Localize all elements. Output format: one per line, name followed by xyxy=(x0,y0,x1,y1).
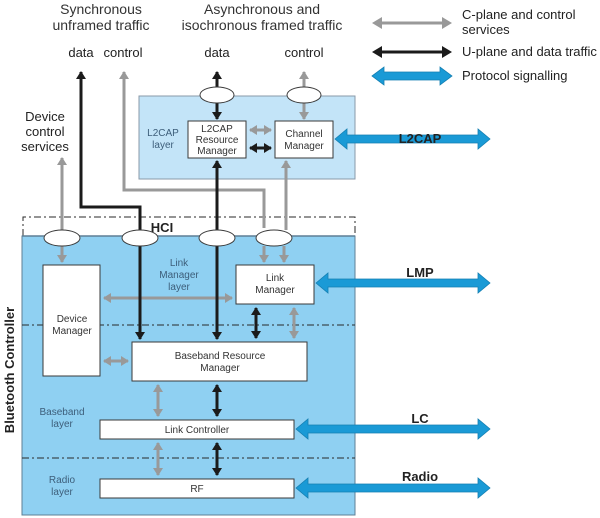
radio-layer-label-line1: Radio xyxy=(49,475,76,486)
l2cap-layer-label-line2: layer xyxy=(152,140,174,151)
legend: C-plane and control services U-plane and… xyxy=(371,7,597,86)
l2cap-resource-manager-line1: L2CAP xyxy=(201,124,233,135)
link-controller-label: Link Controller xyxy=(165,425,230,436)
link-manager-line2: Manager xyxy=(255,285,295,296)
sync-header-line1: Synchronous xyxy=(60,1,142,17)
l2cap-layer-label-line1: L2CAP xyxy=(147,128,179,139)
sync-data-line xyxy=(76,71,142,238)
channel-manager-box xyxy=(274,120,334,159)
lm-layer-label-line2: Manager xyxy=(159,270,199,281)
rf-box xyxy=(99,478,295,499)
link-manager-line1: Link xyxy=(266,273,285,284)
async-data-label: data xyxy=(204,45,230,60)
device-control-line3: services xyxy=(21,139,69,154)
radio-layer-label-line2: layer xyxy=(51,487,73,498)
baseband-resource-manager-line2: Manager xyxy=(200,363,240,374)
protocol-label-lmp: LMP xyxy=(406,265,434,280)
hci-control-port xyxy=(255,229,293,247)
baseband-layer-label-line2: layer xyxy=(51,419,73,430)
l2cap-resource-manager-box xyxy=(187,120,247,159)
l2cap-data-port xyxy=(199,86,235,104)
baseband-layer-label-line1: Baseband xyxy=(39,407,84,418)
hci-device-port xyxy=(43,229,81,247)
baseband-resource-manager-box xyxy=(131,341,308,382)
device-manager-box xyxy=(42,264,101,377)
legend-control-line1: C-plane and control xyxy=(462,7,576,22)
l2cap-resource-manager-line3: Manager xyxy=(197,146,237,157)
channel-manager-line2: Manager xyxy=(284,141,324,152)
protocol-arrows xyxy=(295,128,491,499)
bluetooth-controller-title: Bluetooth Controller xyxy=(2,307,17,433)
sync-header-line2: unframed traffic xyxy=(52,17,149,33)
sync-control-label: control xyxy=(103,45,142,60)
lm-layer-label-line3: layer xyxy=(168,282,190,293)
l2cap-control-port xyxy=(286,86,322,104)
device-manager-line1: Device xyxy=(57,314,88,325)
radio-protocol-arrow xyxy=(295,477,491,499)
async-header-line1: Asynchronous and xyxy=(204,1,320,17)
baseband-resource-manager-line1: Baseband Resource xyxy=(175,351,266,362)
device-control-line1: Device xyxy=(25,109,65,124)
link-controller-box xyxy=(99,419,295,440)
l2cap-resource-manager-line2: Resource xyxy=(196,135,239,146)
protocol-label-radio: Radio xyxy=(402,469,438,484)
legend-protocol-label: Protocol signalling xyxy=(462,68,568,83)
hci-sync-data-port xyxy=(121,229,159,247)
sync-data-label: data xyxy=(68,45,94,60)
protocol-label-l2cap: L2CAP xyxy=(399,131,442,146)
device-control-line2: control xyxy=(25,124,64,139)
link-manager-box xyxy=(235,264,315,305)
hci-async-data-port xyxy=(198,229,236,247)
lc-protocol-arrow xyxy=(295,418,491,440)
legend-data-label: U-plane and data traffic xyxy=(462,44,597,59)
device-manager-line2: Manager xyxy=(52,326,92,337)
lmp-protocol-arrow xyxy=(315,272,491,294)
legend-protocol-arrow xyxy=(371,66,453,86)
legend-data-arrow xyxy=(372,46,452,58)
async-header-line2: isochronous framed traffic xyxy=(182,17,343,33)
rf-label: RF xyxy=(190,484,203,495)
l2cap-protocol-arrow xyxy=(334,128,491,150)
hci-boundary xyxy=(22,216,356,236)
channel-manager-line1: Channel xyxy=(285,129,322,140)
legend-control-line2: services xyxy=(462,22,510,37)
async-control-label: control xyxy=(284,45,323,60)
lm-layer-label-line1: Link xyxy=(170,258,189,269)
legend-control-arrow xyxy=(372,17,452,29)
sync-control-line xyxy=(119,71,266,228)
protocol-label-lc: LC xyxy=(411,411,429,426)
hci-label: HCI xyxy=(151,220,173,235)
